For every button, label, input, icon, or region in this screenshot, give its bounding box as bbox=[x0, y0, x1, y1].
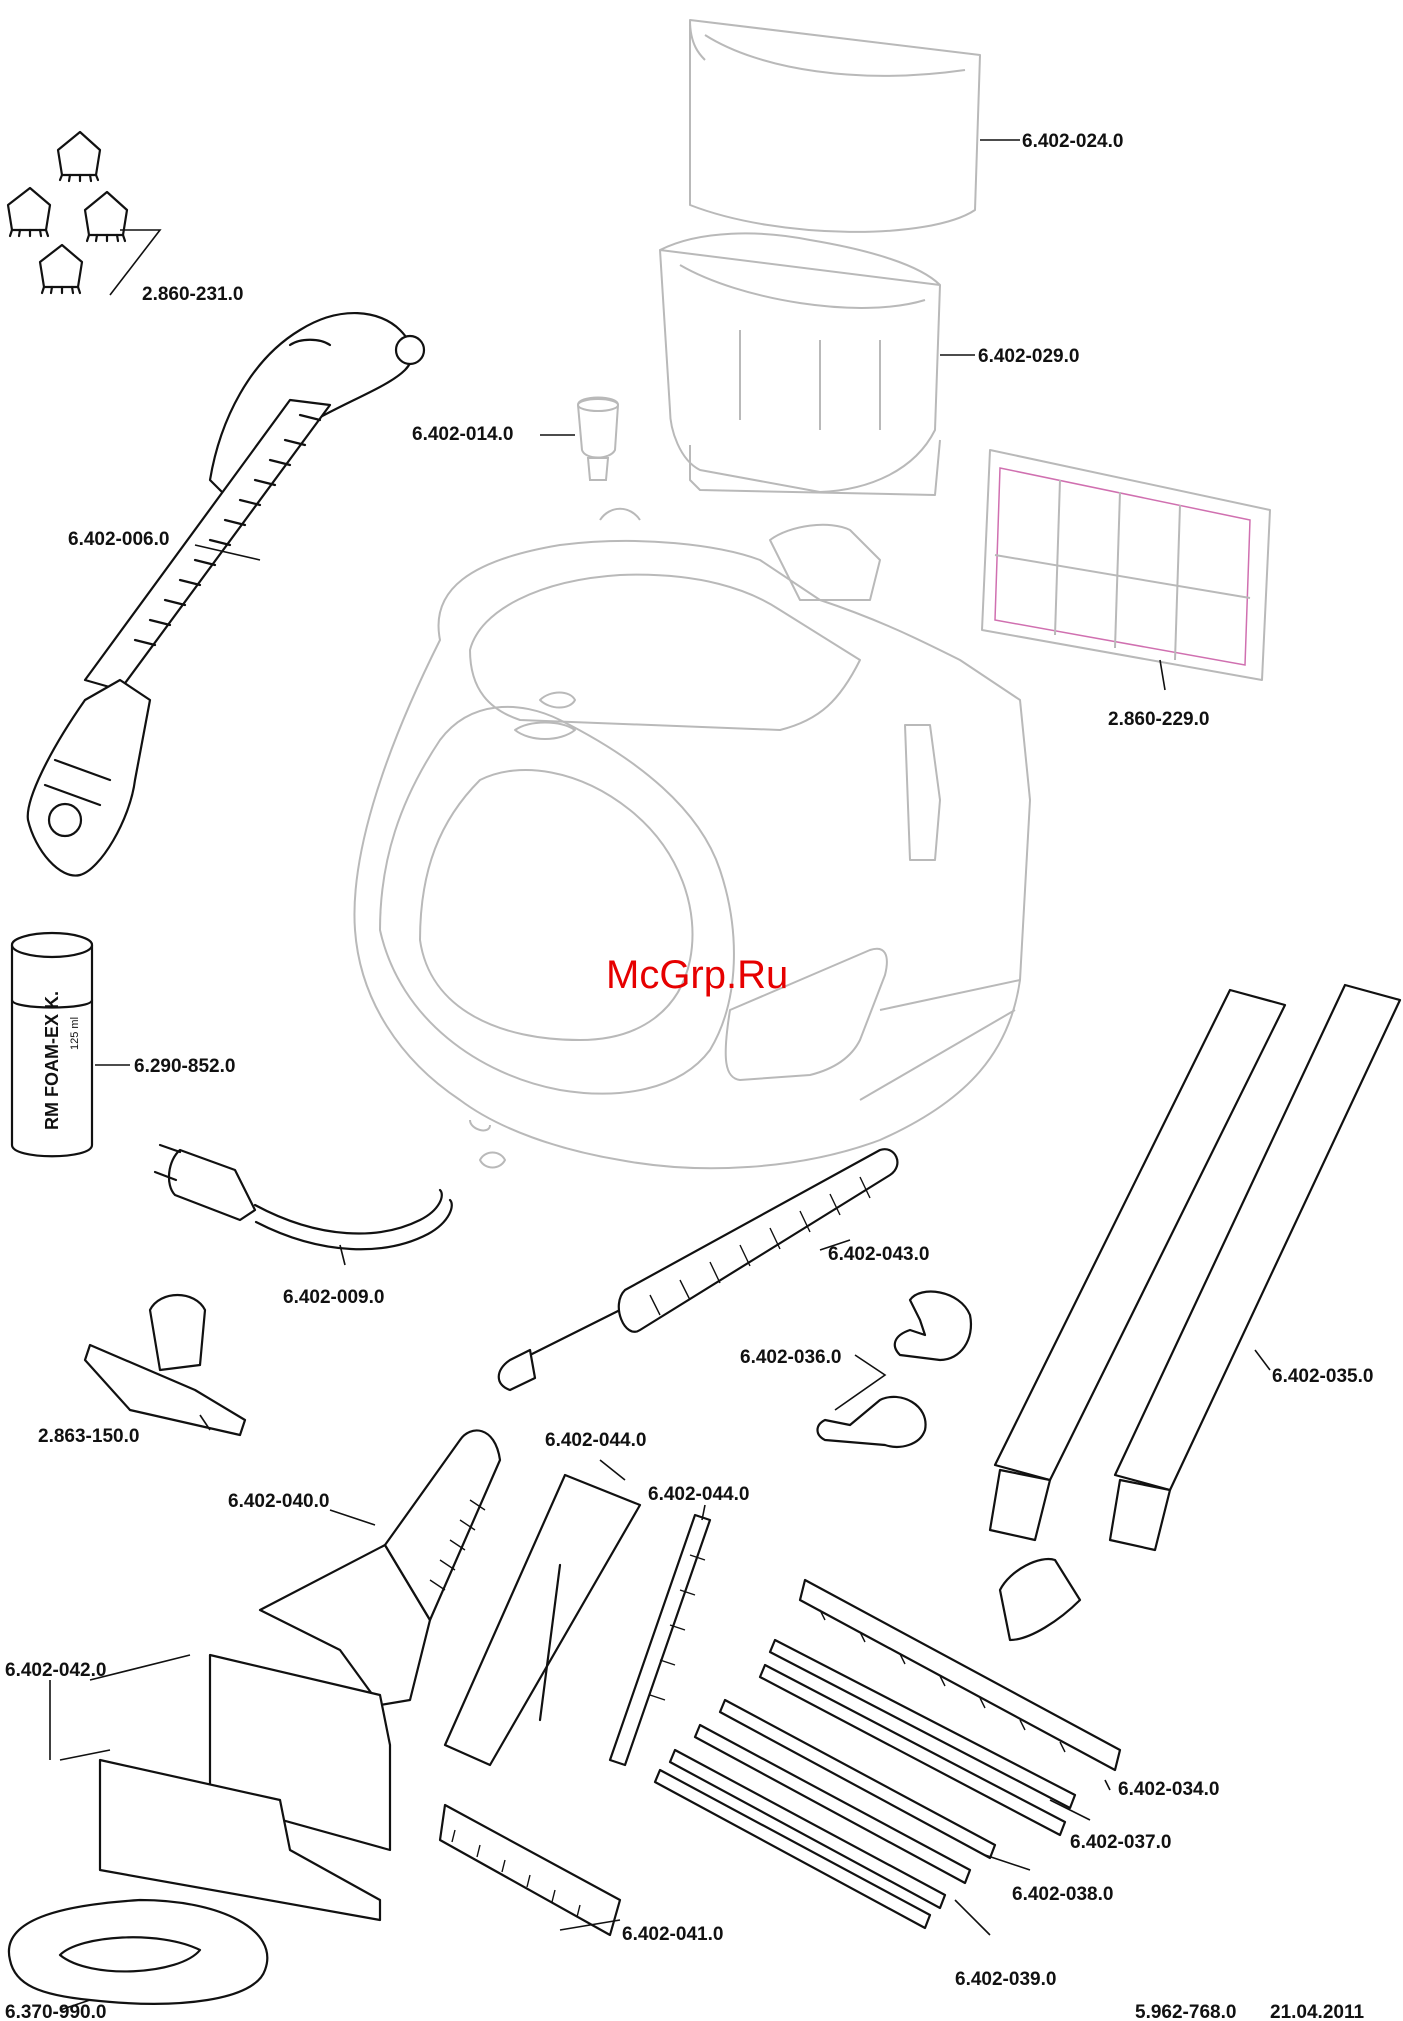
part-label-231: 2.860-231.0 bbox=[142, 284, 243, 305]
part-label-040: 6.402-040.0 bbox=[228, 1491, 329, 1512]
part-label-229: 2.860-229.0 bbox=[1108, 709, 1209, 730]
bottle-label-text: RM FOAM-EX K. bbox=[42, 991, 62, 1130]
part-label-014: 6.402-014.0 bbox=[412, 424, 513, 445]
part-label-039: 6.402-039.0 bbox=[955, 1969, 1056, 1990]
part-label-024: 6.402-024.0 bbox=[1022, 131, 1123, 152]
filter-panel bbox=[981, 449, 1271, 681]
part-label-042: 6.402-042.0 bbox=[5, 1660, 106, 1681]
cleaning-brush bbox=[497, 1148, 899, 1392]
part-label-036: 6.402-036.0 bbox=[740, 1347, 841, 1368]
part-label-044a: 6.402-044.0 bbox=[545, 1430, 646, 1451]
part-label-990: 6.370-990.0 bbox=[5, 2002, 106, 2021]
part-label-038: 6.402-038.0 bbox=[1012, 1884, 1113, 1905]
part-label-041: 6.402-041.0 bbox=[622, 1924, 723, 1945]
tank-lid bbox=[689, 19, 981, 233]
floor-nozzle bbox=[798, 1557, 1122, 1772]
part-label-006: 6.402-006.0 bbox=[68, 529, 169, 550]
part-label-035: 6.402-035.0 bbox=[1272, 1366, 1373, 1387]
part-label-034: 6.402-034.0 bbox=[1118, 1779, 1219, 1800]
water-tank bbox=[659, 232, 941, 496]
part-label-009: 6.402-009.0 bbox=[283, 1287, 384, 1308]
window-squeegees bbox=[98, 1653, 392, 1922]
main-unit-body bbox=[353, 507, 1031, 1170]
floor-nozzle-strips bbox=[653, 1638, 1077, 1930]
part-label-043: 6.402-043.0 bbox=[828, 1244, 929, 1265]
upholstery-nozzle bbox=[83, 1294, 247, 1437]
round-brush bbox=[438, 1803, 622, 1937]
hand-nozzle bbox=[258, 1429, 502, 1707]
part-label-029: 6.402-029.0 bbox=[978, 346, 1079, 367]
footer-doc-number: 5.962-768.0 bbox=[1135, 2002, 1236, 2021]
tank-cap bbox=[576, 396, 620, 481]
extension-tubes bbox=[988, 983, 1402, 1552]
crevice-nozzle-large bbox=[443, 1473, 642, 1767]
bottle-volume-text: 125 ml bbox=[69, 1017, 81, 1050]
detail-nozzles bbox=[6, 130, 129, 295]
power-cord bbox=[153, 1143, 453, 1251]
detergent-bottle: RM FOAM-EX K. 125 ml bbox=[10, 931, 94, 1158]
crevice-nozzle-small bbox=[608, 1513, 712, 1767]
part-label-037: 6.402-037.0 bbox=[1070, 1832, 1171, 1853]
footer-date: 21.04.2011 bbox=[1270, 2002, 1364, 2021]
part-label-150: 2.863-150.0 bbox=[38, 1426, 139, 1447]
part-label-852: 6.290-852.0 bbox=[134, 1056, 235, 1077]
tube-clips bbox=[816, 1290, 973, 1448]
part-labels: 6.402-024.0 2.860-231.0 6.402-029.0 6.40… bbox=[5, 131, 1373, 2021]
microfibre-cloth bbox=[7, 1898, 269, 2005]
watermark-text: McGrp.Ru bbox=[606, 953, 788, 997]
leader-lines bbox=[49, 139, 1271, 2011]
steam-hose bbox=[26, 311, 426, 877]
part-label-044b: 6.402-044.0 bbox=[648, 1484, 749, 1505]
